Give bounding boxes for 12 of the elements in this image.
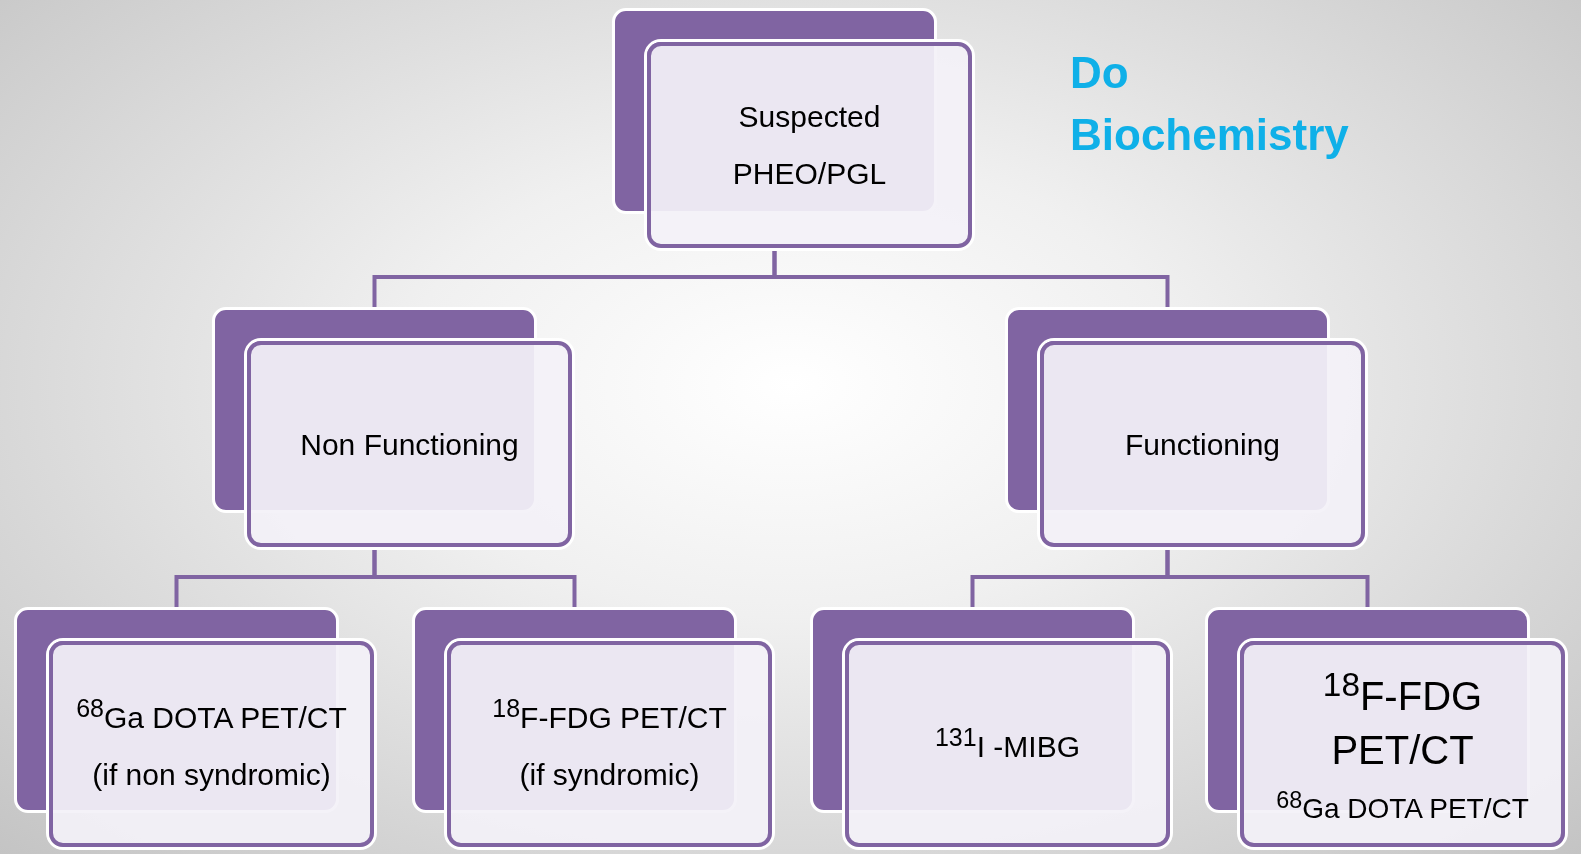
node-text: Functioning — [1124, 426, 1281, 463]
connector-line — [372, 547, 577, 607]
node-text: $^{18}$F-FDG PET/CT — [1321, 664, 1484, 774]
node-text: $^{68}$Ga DOTA PET/CT (if non syndromic) — [75, 693, 348, 793]
node-text: $^{68}$Ga DOTA PET/CT — [1276, 787, 1529, 826]
node-text: $^{131}$I -MIBG — [934, 721, 1081, 765]
node-text: Suspected PHEO/PGL — [731, 99, 888, 192]
connector-line — [772, 248, 1170, 307]
note-text: Do Biochemistry — [1070, 47, 1350, 161]
connector-line — [1165, 547, 1370, 607]
node-text: $^{18}$F-FDG PET/CT (if syndromic) — [491, 693, 728, 793]
node-text: Non Functioning — [300, 426, 519, 463]
